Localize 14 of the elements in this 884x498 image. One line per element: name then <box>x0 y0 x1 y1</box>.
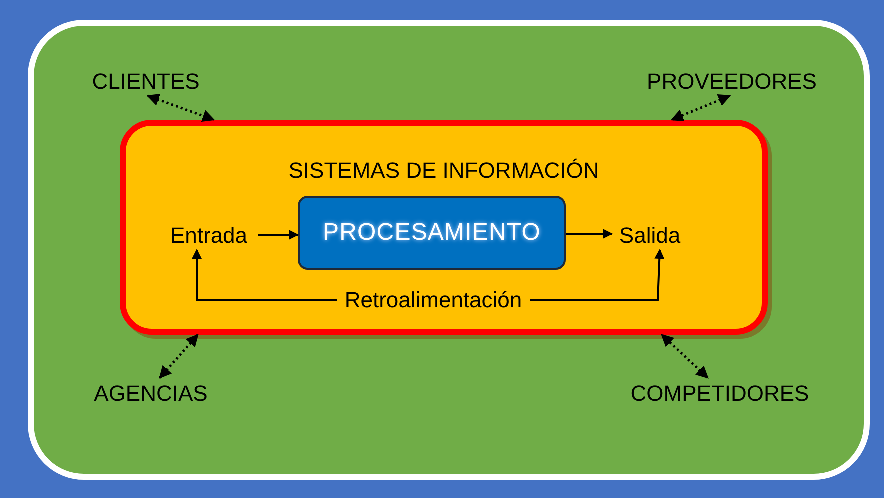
arrow <box>566 229 613 239</box>
node-label: Entrada <box>160 220 258 250</box>
arrow <box>159 334 199 379</box>
arrow <box>670 94 732 122</box>
node-label: PROVEEDORES <box>640 66 824 96</box>
arrow <box>146 94 216 122</box>
node-label: COMPETIDORES <box>620 378 820 408</box>
arrow <box>258 230 299 240</box>
node-label: CLIENTES <box>86 66 206 96</box>
node-label: AGENCIAS <box>86 378 216 408</box>
box-title: SISTEMAS DE INFORMACIÓN <box>288 157 600 185</box>
arrow <box>661 334 709 379</box>
node-label: Salida <box>612 220 688 250</box>
process-box: PROCESAMIENTO <box>298 196 566 270</box>
